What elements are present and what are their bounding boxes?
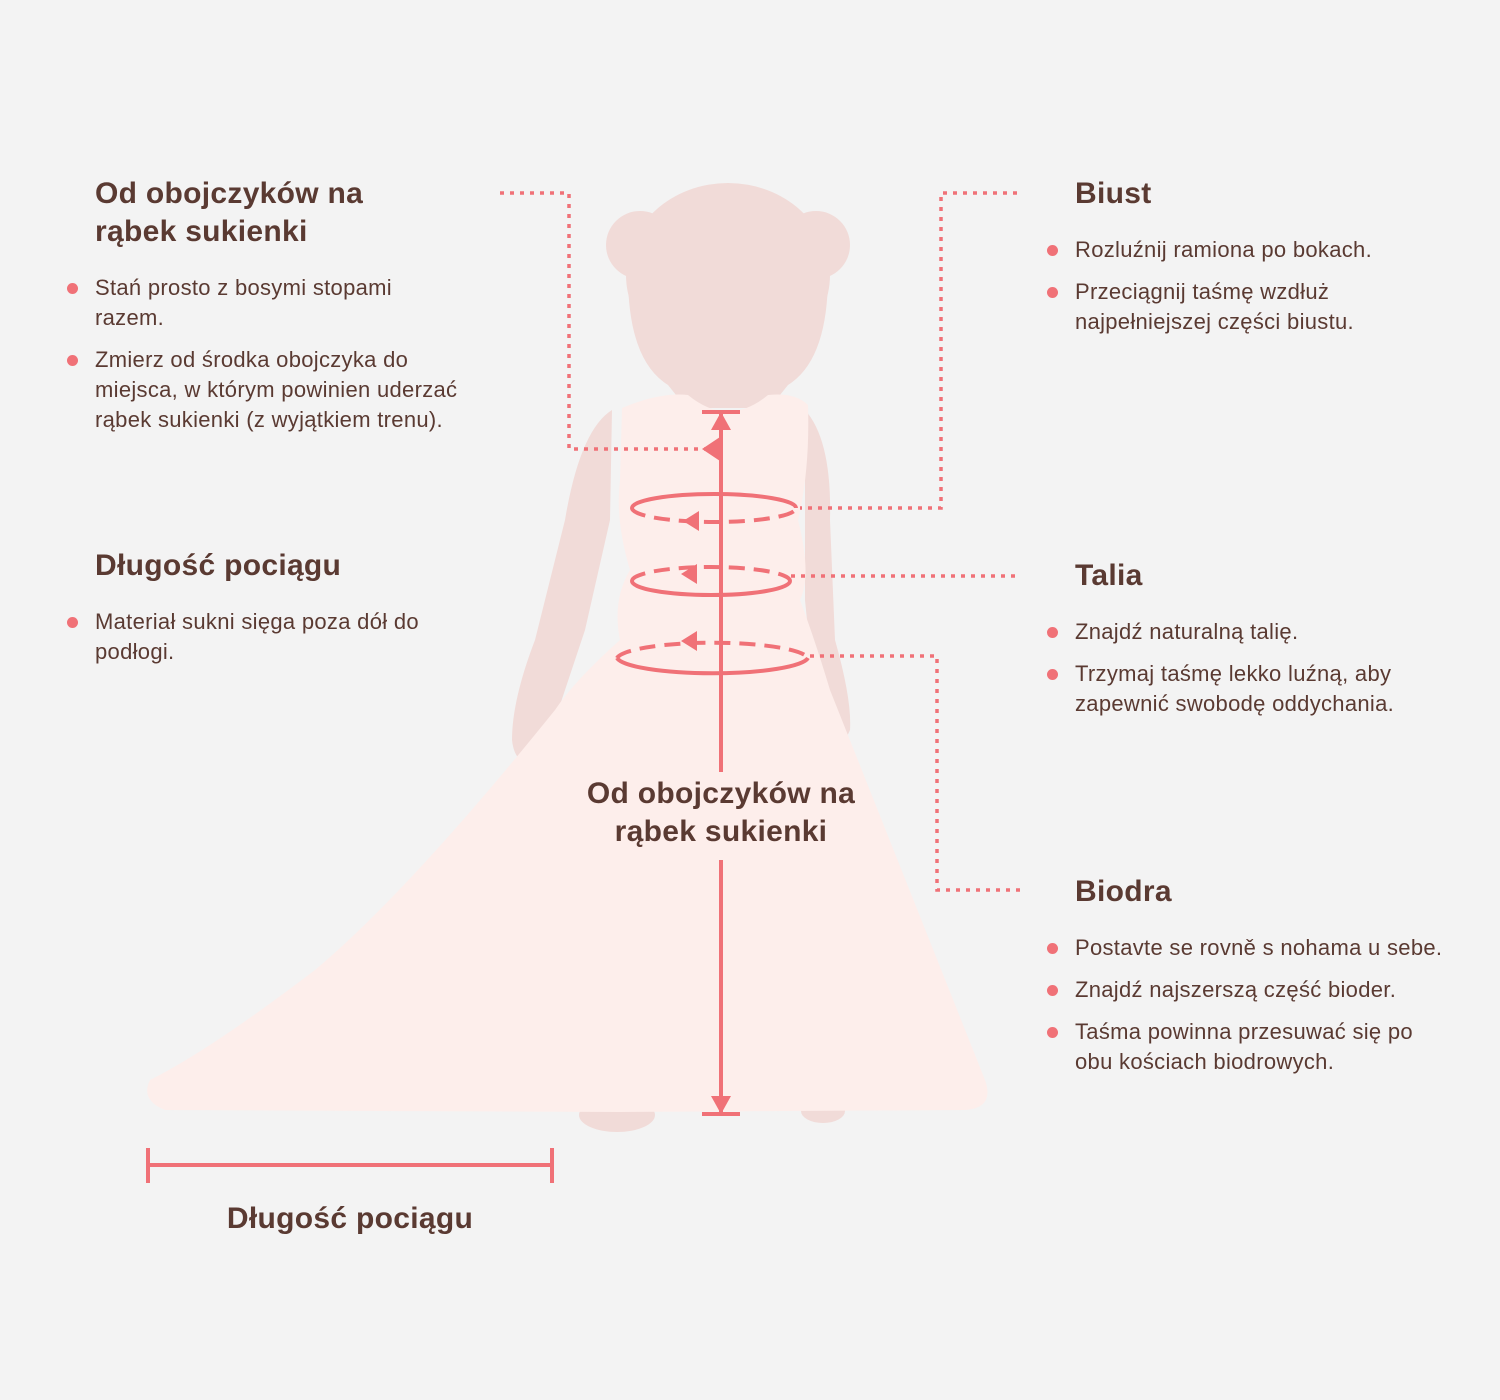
section-train-length: Długość pociągu Materiał sukni sięga poz… <box>67 547 465 679</box>
section-waist: Talia Znajdź naturalną talię. Trzymaj ta… <box>1047 557 1455 731</box>
girl-silhouette <box>147 183 988 1132</box>
list-item: Stań prosto z bosymi stopami razem. <box>67 273 465 333</box>
list-item: Rozluźnij ramiona po bokach. <box>1047 235 1455 265</box>
center-label-line-1: Od obojczyków na <box>586 777 856 810</box>
instruction-list: Rozluźnij ramiona po bokach. Przeciągnij… <box>1047 235 1455 337</box>
section-shoulder-to-hem: Od obojczyków na rąbek sukienki Stań pro… <box>67 175 465 447</box>
instruction-list: Stań prosto z bosymi stopami razem. Zmie… <box>67 273 465 435</box>
list-item: Postavte se rovně s nohama u sebe. <box>1047 933 1455 963</box>
section-title: Biodra <box>1075 875 1172 908</box>
collar-arrow <box>702 437 720 461</box>
section-title: Talia <box>1075 559 1143 592</box>
ring-arrowheads <box>681 511 699 651</box>
leader-bust <box>800 191 1017 510</box>
list-item: Przeciągnij taśmę wzdłuż najpełniejszej … <box>1047 277 1455 337</box>
section-title: Biust <box>1075 177 1152 210</box>
instruction-list: Znajdź naturalną talię. Trzymaj taśmę le… <box>1047 617 1455 719</box>
instruction-list: Materiał sukni sięga poza dół do podłogi… <box>67 607 465 667</box>
list-item: Trzymaj taśmę lekko luźną, aby zapewnić … <box>1047 659 1455 719</box>
center-measure-label: Od obojczyków na rąbek sukienki <box>556 775 886 851</box>
section-hips: Biodra Postavte se rovně s nohama u sebe… <box>1047 873 1455 1089</box>
tape-rings <box>615 492 810 676</box>
silhouette-dress <box>147 394 988 1112</box>
list-item: Taśma powinna przesuwać się po obu kości… <box>1047 1017 1455 1077</box>
section-title: Długość pociągu <box>95 549 342 582</box>
train-length-label: Długość pociągu <box>226 1202 474 1235</box>
list-item: Zmierz od środka obojczyka do miejsca, w… <box>67 345 465 435</box>
list-item: Materiał sukni sięga poza dół do podłogi… <box>67 607 465 667</box>
section-title: Od obojczyków na rąbek sukienki <box>95 175 465 251</box>
center-label-line-2: rąbek sukienki <box>614 815 828 848</box>
section-bust: Biust Rozluźnij ramiona po bokach. Przec… <box>1047 175 1455 349</box>
train-bracket <box>146 1148 554 1183</box>
instruction-list: Postavte se rovně s nohama u sebe. Znajd… <box>1047 933 1455 1077</box>
leader-lines <box>500 191 1020 892</box>
title-line-1: Od obojczyków na <box>95 177 364 210</box>
title-line-2: rąbek sukienki <box>95 215 308 248</box>
list-item: Znajdź najszerszą część bioder. <box>1047 975 1455 1005</box>
measure-arrowheads <box>702 412 731 1114</box>
leader-hips <box>808 654 1020 892</box>
list-item: Znajdź naturalną talię. <box>1047 617 1455 647</box>
